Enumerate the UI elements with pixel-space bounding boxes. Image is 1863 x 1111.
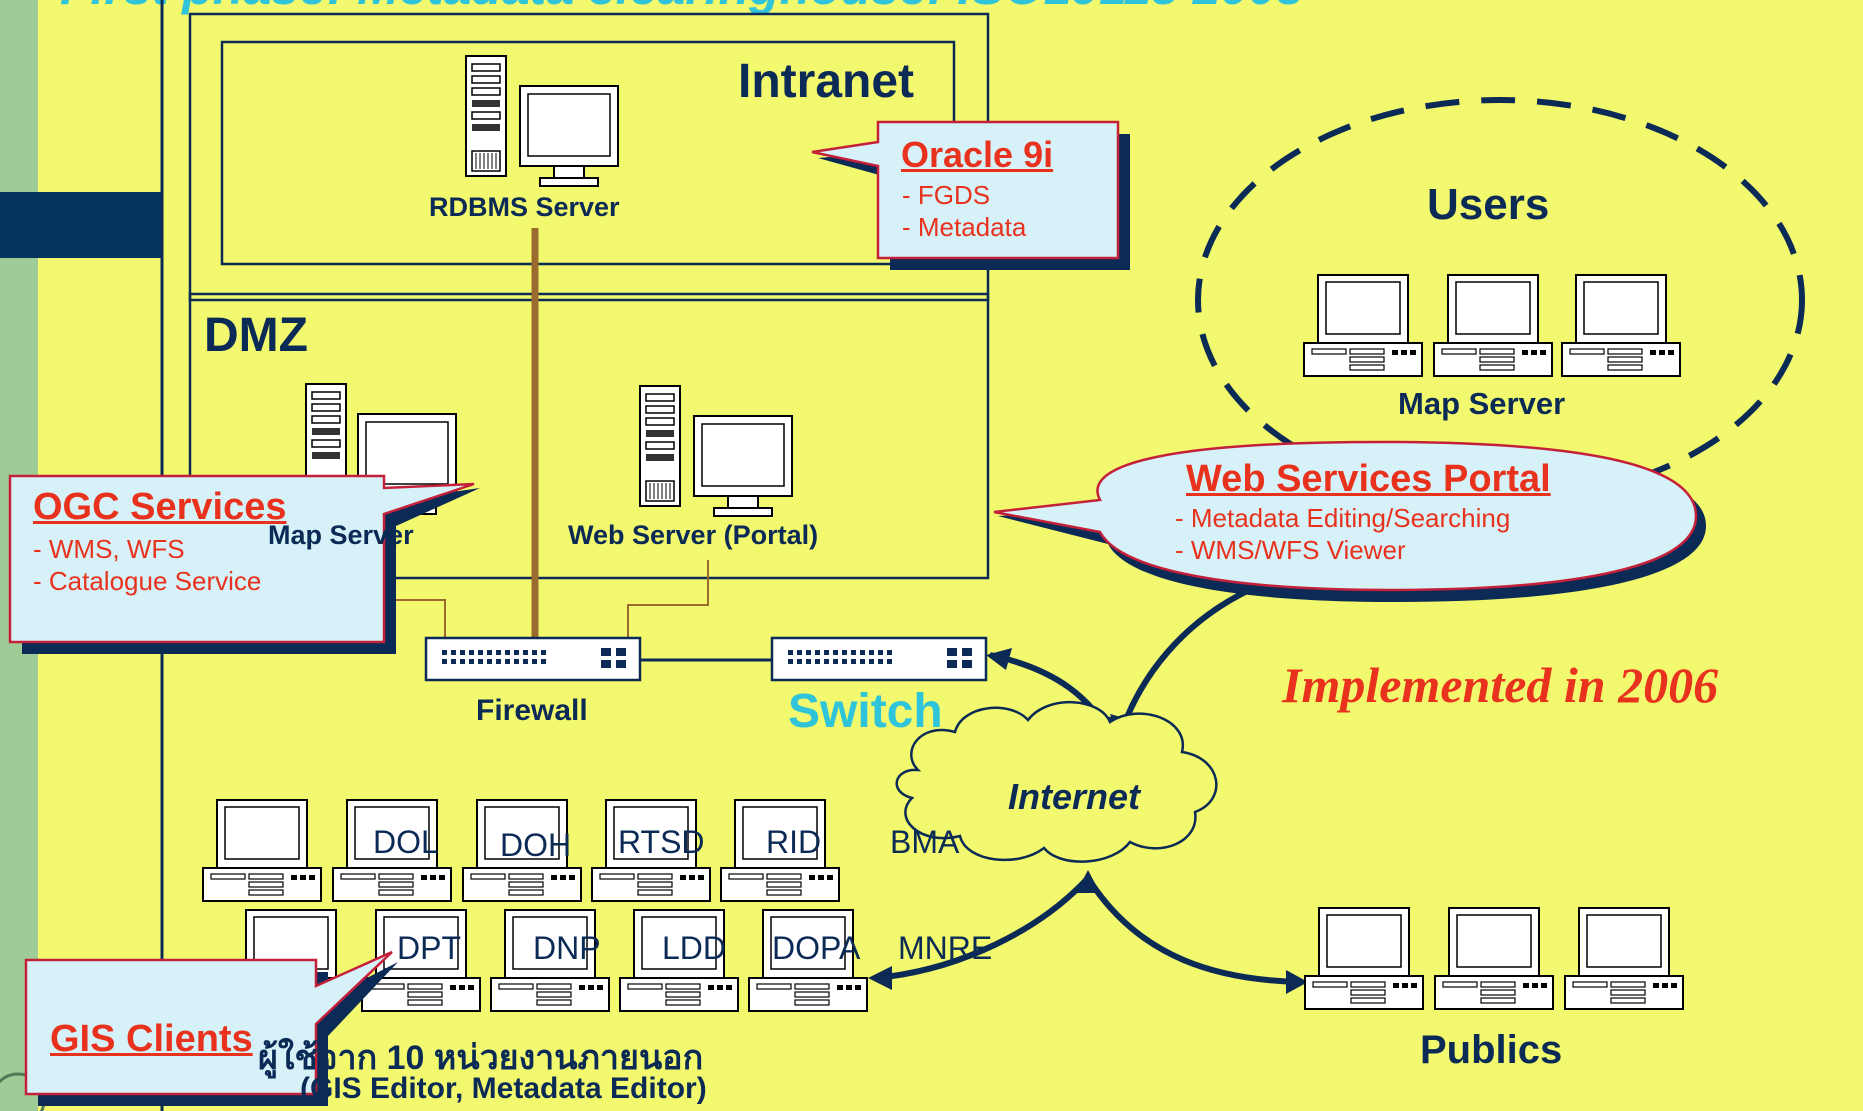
agency-label: DNP <box>533 930 601 966</box>
ogc-callout-title: OGC Services <box>33 486 287 528</box>
user-computers <box>1303 274 1681 377</box>
public-computers <box>1304 907 1684 1010</box>
agency-label: MNRE <box>898 930 993 966</box>
implemented-note: Implemented in 2006 <box>1282 657 1719 713</box>
internet-label: Internet <box>1008 776 1141 817</box>
ogc-callout-shape <box>8 474 480 654</box>
firewall-device <box>424 636 642 682</box>
network-links <box>380 228 772 662</box>
intranet-label: Intranet <box>738 55 915 108</box>
agency-label: DOL <box>373 824 439 860</box>
oracle-callout-item: - Metadata <box>902 212 1027 242</box>
agency-label: BMA <box>890 824 960 860</box>
switch-label: Switch <box>788 685 943 738</box>
agency-label: RTSD <box>618 824 705 860</box>
agency-label: DOPA <box>772 930 861 966</box>
ogc-callout-item: - WMS, WFS <box>33 534 185 564</box>
internet-cloud <box>895 700 1218 863</box>
oracle-callout-item: - FGDS <box>902 180 991 210</box>
clients-caption-roles: (GIS Editor, Metadata Editor) <box>300 1072 707 1105</box>
switch-device <box>770 636 988 682</box>
ogc-server-label: Map Server <box>268 520 414 550</box>
slide-title: First phase: Metadata clearinghouse: ISO… <box>60 0 1304 15</box>
oracle-callout-title: Oracle 9i <box>901 134 1054 175</box>
map-server-label: Map Server <box>1398 386 1566 421</box>
web-server-label: Web Server (Portal) <box>568 520 819 550</box>
agency-label: DOH <box>500 827 572 863</box>
oracle-callout-shape <box>811 120 1130 270</box>
agency-label: DPT <box>397 930 461 966</box>
web-server-icon <box>639 385 793 517</box>
gis-callout-title: GIS Clients <box>50 1018 253 1060</box>
dmz-zone <box>188 292 990 580</box>
portal-callout-item: - WMS/WFS Viewer <box>1175 535 1406 565</box>
ogc-callout-item: - Catalogue Service <box>33 566 262 596</box>
firewall-label: Firewall <box>476 694 588 727</box>
clients-caption-thai: ผู้ใช้จาก 10 หน่วยงานภายนอก <box>258 1039 704 1077</box>
rdbms-server-label: RDBMS Server <box>429 192 620 222</box>
dmz-label: DMZ <box>204 309 308 362</box>
agency-label: LDD <box>662 930 727 966</box>
gis-callout-shape <box>24 950 398 1106</box>
portal-callout-item: - Metadata Editing/Searching <box>1175 503 1511 533</box>
portal-callout-shape <box>993 440 1706 602</box>
rdbms-server-icon <box>465 55 619 187</box>
portal-callout-title: Web Services Portal <box>1186 458 1551 500</box>
users-label: Users <box>1427 180 1550 229</box>
publics-label: Publics <box>1420 1028 1563 1072</box>
agency-label: RID <box>766 824 822 860</box>
